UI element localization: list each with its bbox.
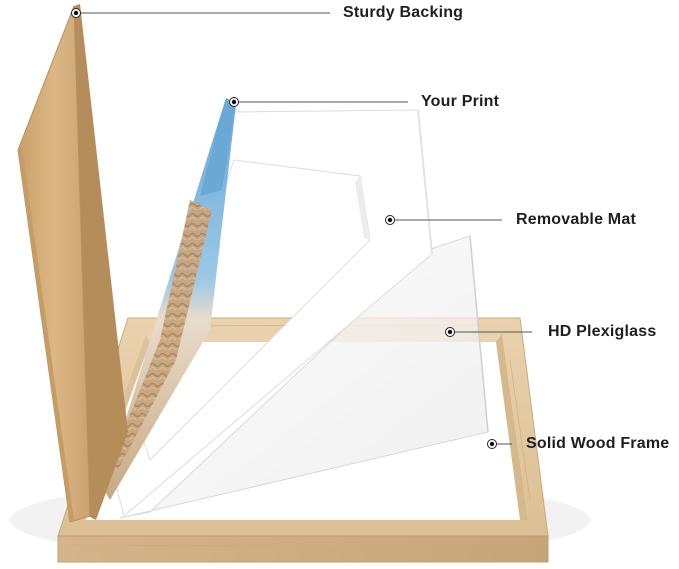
- callout-label-plexiglass: HD Plexiglass: [548, 323, 657, 340]
- print-photo: [104, 98, 236, 500]
- leader-lines: [76, 12, 532, 445]
- sturdy-backing: [17, 4, 128, 523]
- callout-dots: [71, 8, 497, 449]
- callout-label-frame: Solid Wood Frame: [526, 435, 670, 452]
- callout-label-print: Your Print: [421, 93, 500, 110]
- callout-label-mat: Removable Mat: [516, 211, 636, 228]
- callout-label-backing: Sturdy Backing: [343, 4, 464, 21]
- plexiglass-sheet: [119, 235, 489, 519]
